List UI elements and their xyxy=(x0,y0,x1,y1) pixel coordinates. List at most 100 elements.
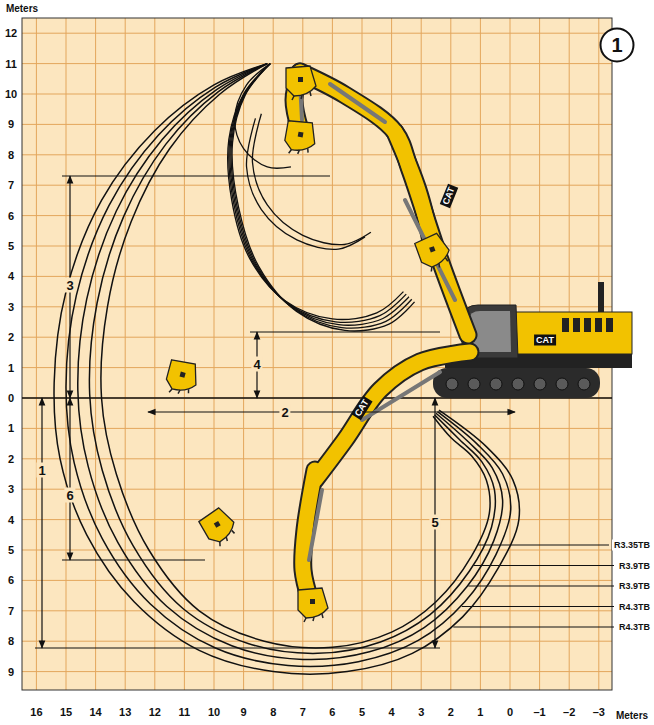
boom-outline xyxy=(395,132,432,245)
engine-grille xyxy=(584,318,591,332)
axis-tick: 7 xyxy=(8,180,14,191)
leader-line xyxy=(478,545,609,546)
bucket-teeth xyxy=(216,530,236,546)
boom-outline xyxy=(315,352,470,480)
axis-tick: 4 xyxy=(8,514,14,525)
axis-tick: 5 xyxy=(359,707,365,718)
bucket xyxy=(414,231,454,273)
bucket-path-curve xyxy=(229,64,406,323)
axis-tick: 6 xyxy=(329,707,335,718)
bucket-path-curve xyxy=(252,114,370,245)
grid-line xyxy=(22,306,612,307)
boom-label: R4.3TB xyxy=(617,601,652,612)
axis-tick: 8 xyxy=(8,636,14,647)
bucket-mark xyxy=(429,246,435,252)
grid-line xyxy=(36,18,37,690)
bucket-path-curve xyxy=(235,64,291,168)
boom-label: R3.9TB xyxy=(617,560,652,571)
engine-grille xyxy=(562,318,569,332)
reach-envelope xyxy=(89,64,495,654)
grid-line xyxy=(22,94,612,95)
axis-tick: 0 xyxy=(8,393,14,404)
grid-line xyxy=(22,215,612,216)
axis-tick: 10 xyxy=(208,707,220,718)
bucket-shell xyxy=(164,358,201,395)
bucket-mark xyxy=(298,77,303,82)
axis-tick: 7 xyxy=(8,605,14,616)
grid-line xyxy=(243,18,244,690)
axis-unit: Meters xyxy=(616,711,648,721)
grid-line xyxy=(154,18,155,690)
leader-line xyxy=(453,627,614,628)
boom-label: R4.3TB xyxy=(617,622,652,633)
track-roller xyxy=(446,378,458,390)
callout-number: 4 xyxy=(251,357,262,372)
axis-tick: 3 xyxy=(418,707,424,718)
grid-line xyxy=(22,550,612,551)
dimension-line xyxy=(148,411,515,412)
axis-tick: 9 xyxy=(8,119,14,130)
axis-tick: 12 xyxy=(149,707,161,718)
axis-tick: 5 xyxy=(8,545,14,556)
bucket-shell xyxy=(414,231,452,269)
reference-line xyxy=(62,559,205,560)
engine-grille xyxy=(606,318,613,332)
leader-line xyxy=(474,565,614,566)
exhaust-stack xyxy=(598,282,604,312)
boom-label: R3.35TB xyxy=(612,540,652,551)
bucket-shell xyxy=(286,66,316,96)
axis-tick: 2 xyxy=(448,707,454,718)
grid-line xyxy=(125,18,126,690)
axis-tick: 0 xyxy=(507,707,513,718)
callout-number: 6 xyxy=(64,488,75,503)
callout-number: 2 xyxy=(279,405,290,420)
boom-arm xyxy=(300,72,468,335)
dimension-line xyxy=(69,398,70,560)
grid-line xyxy=(22,154,612,155)
reach-envelope xyxy=(66,64,511,667)
hydraulic-cylinder xyxy=(309,490,322,560)
bucket xyxy=(283,119,318,158)
grid-line xyxy=(22,580,612,581)
track-roller xyxy=(534,378,546,390)
bucket-path-curve xyxy=(231,64,412,329)
bucket-mark xyxy=(310,599,315,604)
grid-line xyxy=(214,18,215,690)
axis-tick: 9 xyxy=(241,707,247,718)
boom-arm xyxy=(395,132,432,245)
hydraulic-cylinder xyxy=(405,200,455,300)
axis-tick: 7 xyxy=(300,707,306,718)
grid-line xyxy=(22,428,612,429)
leader-line xyxy=(462,606,614,607)
grid-line xyxy=(22,458,612,459)
engine-grille xyxy=(573,318,580,332)
axis-tick: 14 xyxy=(89,707,101,718)
grid-line xyxy=(22,124,612,125)
hydraulic-cylinder xyxy=(362,372,440,420)
engine-cover xyxy=(515,312,632,354)
axis-tick: 8 xyxy=(270,707,276,718)
circle-shape xyxy=(601,29,634,62)
callout-number: 3 xyxy=(64,278,75,293)
bucket-teeth xyxy=(169,385,189,398)
bucket-shell xyxy=(298,588,328,618)
track-roller xyxy=(512,378,524,390)
grid-line xyxy=(184,18,185,690)
grid-line xyxy=(273,18,274,690)
bucket xyxy=(163,358,201,399)
hydraulic-cylinder xyxy=(330,84,385,122)
engine-grille xyxy=(595,318,602,332)
track-roller xyxy=(468,378,480,390)
axis-tick: 8 xyxy=(8,149,14,160)
axis-tick: 13 xyxy=(119,707,131,718)
bucket-shell xyxy=(283,119,318,154)
bucket-teeth xyxy=(304,614,323,622)
excavator xyxy=(163,66,632,622)
axis-tick: 6 xyxy=(8,210,14,221)
axis-tick: –2 xyxy=(563,707,575,718)
axis-tick: 4 xyxy=(389,707,395,718)
bucket-mark xyxy=(214,521,221,528)
boom-label: R3.9TB xyxy=(617,581,652,592)
